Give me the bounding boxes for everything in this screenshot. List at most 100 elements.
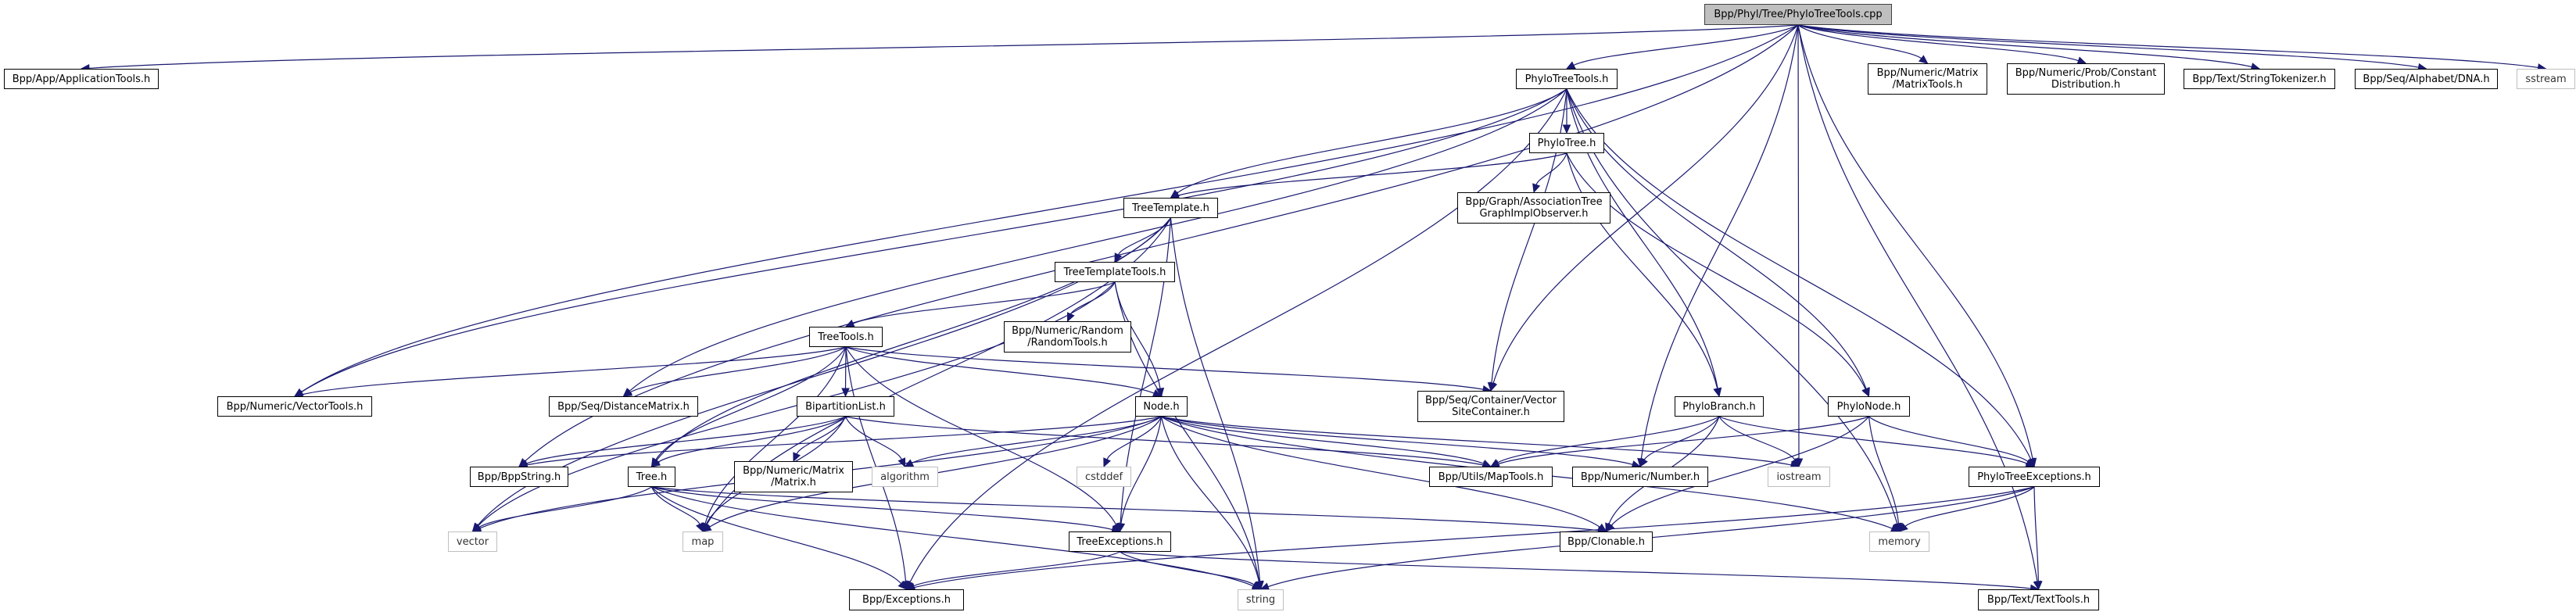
arrowhead-node-to-cstddef (1103, 457, 1111, 468)
node-clonable[interactable]: Bpp/Clonable.h (1560, 531, 1653, 552)
node-number[interactable]: Bpp/Numeric/Number.h (1572, 467, 1708, 487)
node-texttools[interactable]: Bpp/Text/TextTools.h (1978, 589, 2099, 610)
edge-node-to-treeexc (1120, 416, 1163, 524)
edge-phylonode-to-maptools (1498, 416, 1869, 465)
node-label: iostream (1776, 471, 1822, 483)
node-algorithm[interactable]: algorithm (872, 467, 938, 487)
edge-treetools-to-vsc (845, 346, 1484, 390)
edge-phylotreeexc-to-memory (1904, 486, 2035, 527)
node-label: Node.h (1143, 400, 1180, 413)
edge-phylotreetools-to-vectortools (301, 88, 1567, 393)
node-phylonode[interactable]: PhyloNode.h (1828, 396, 1910, 417)
node-phylotreetools[interactable]: PhyloTreeTools.h (1516, 69, 1618, 89)
node-vector[interactable]: vector (448, 531, 497, 552)
edge-bipartition-to-tree (657, 416, 846, 463)
node-label: SiteContainer.h (1452, 406, 1530, 418)
node-treetools[interactable]: TreeTools.h (809, 327, 883, 347)
edge-phylotree-to-phylobranch (1566, 152, 1718, 389)
node-distmatrix[interactable]: Bpp/Seq/DistanceMatrix.h (549, 396, 698, 417)
arrowhead-treeexc-to-exceptions (905, 582, 916, 590)
node-label: Bpp/Seq/Alphabet/DNA.h (2363, 73, 2490, 85)
node-memory[interactable]: memory (1869, 531, 1929, 552)
node-label: vector (456, 535, 489, 548)
arrowhead-phylonode-to-phylotreeexc (2025, 458, 2035, 467)
edge-root-to-phylotreetools (1573, 24, 1799, 66)
node-phylotree[interactable]: PhyloTree.h (1529, 133, 1604, 153)
node-stringtok[interactable]: Bpp/Text/StringTokenizer.h (2184, 69, 2335, 89)
edge-phylotreetools-to-phylotreeexc (1566, 88, 2032, 460)
arrowhead-phylotreetools-to-phylotree (1562, 124, 1571, 134)
edge-root-to-matrixtools (1797, 24, 1922, 59)
node-iostream[interactable]: iostream (1768, 467, 1830, 487)
node-label: TreeExceptions.h (1077, 535, 1163, 548)
node-matrixtools[interactable]: Bpp/Numeric/Matrix/MatrixTools.h (1868, 63, 1987, 95)
node-label: Bpp/Exceptions.h (862, 594, 951, 606)
edge-phylotreeexc-to-exceptions (914, 486, 2035, 589)
arrowhead-treetools-to-distmatrix (622, 388, 633, 397)
arrowhead-phylotreetools-to-vsc (1487, 382, 1496, 392)
arrowhead-phylotree-to-assoc (1532, 183, 1541, 194)
arrowhead-phylotree-to-phylobranch (1713, 387, 1722, 398)
node-vectortools[interactable]: Bpp/Numeric/VectorTools.h (217, 396, 372, 417)
edge-phylonode-to-memory (1868, 416, 1900, 524)
arrowhead-phylotreeexc-to-texttools (2034, 581, 2043, 591)
node-label: BipartitionList.h (805, 400, 886, 413)
edge-node-to-clonable (1161, 416, 1600, 528)
node-treeexc[interactable]: TreeExceptions.h (1069, 531, 1171, 552)
node-treetemplatetools[interactable]: TreeTemplateTools.h (1055, 262, 1175, 282)
node-bppstring[interactable]: Bpp/BppString.h (470, 467, 568, 487)
node-apptools[interactable]: Bpp/App/ApplicationTools.h (4, 69, 159, 89)
node-randomtools[interactable]: Bpp/Numeric/Random/RandomTools.h (1004, 321, 1131, 353)
node-label: Bpp/Graph/AssociationTree (1465, 196, 1603, 208)
node-label: /RandomTools.h (1027, 337, 1108, 349)
node-sstream[interactable]: sstream (2517, 69, 2575, 89)
edge-node-to-maptools (1161, 416, 1484, 464)
node-label: TreeTemplateTools.h (1063, 266, 1166, 278)
edge-phylotreetools-to-phylonode (1566, 88, 1867, 389)
arrowhead-node-to-clonable (1596, 523, 1607, 532)
edge-phylotreetools-to-treetemplate (1177, 88, 1567, 194)
node-bipartition[interactable]: BipartitionList.h (797, 396, 894, 417)
edge-node-to-cstddef (1106, 416, 1163, 460)
node-label: Bpp/Utils/MapTools.h (1438, 471, 1544, 483)
node-label: Bpp/Numeric/Matrix (743, 465, 844, 477)
edge-node-to-number (1161, 416, 1633, 465)
edge-phylotree-to-assoc (1535, 152, 1567, 185)
node-label: Distribution.h (2051, 79, 2121, 91)
node-label: Bpp/Numeric/Random (1012, 325, 1123, 337)
node-matrix[interactable]: Bpp/Numeric/Matrix/Matrix.h (734, 461, 853, 492)
arrowhead-node-to-treeexc (1116, 522, 1126, 533)
edge-phylobranch-to-maptools (1497, 416, 1720, 463)
edge-root-to-number (1640, 24, 1799, 460)
node-label: map (691, 535, 715, 548)
node-root[interactable]: Bpp/Phyl/Tree/PhyloTreeTools.cpp (1704, 4, 1892, 25)
node-treetemplate[interactable]: TreeTemplate.h (1123, 198, 1218, 218)
arrowhead-bipartition-to-tree (650, 458, 661, 467)
edge-root-to-stringtok (1797, 24, 2252, 68)
node-cstddef[interactable]: cstddef (1077, 467, 1131, 487)
node-node[interactable]: Node.h (1135, 396, 1188, 417)
edge-phylotreetools-to-distmatrix (629, 88, 1567, 392)
edge-treetools-to-node (845, 346, 1155, 394)
arrowhead-phylobranch-to-iostream (1791, 457, 1800, 468)
node-map[interactable]: map (683, 531, 723, 552)
edge-root-to-phylotreeexc (1797, 24, 2033, 460)
edge-treeexc-to-string (1120, 551, 1255, 585)
node-dna[interactable]: Bpp/Seq/Alphabet/DNA.h (2355, 69, 2498, 89)
node-label: Bpp/Phyl/Tree/PhyloTreeTools.cpp (1714, 9, 1883, 20)
node-maptools[interactable]: Bpp/Utils/MapTools.h (1429, 467, 1553, 487)
node-label: Bpp/Text/StringTokenizer.h (2192, 73, 2327, 85)
node-label: Bpp/BppString.h (477, 471, 561, 483)
node-phylotreeexc[interactable]: PhyloTreeExceptions.h (1969, 467, 2100, 487)
edge-treeexc-to-exceptions (913, 551, 1120, 587)
node-tree[interactable]: Tree.h (628, 467, 675, 487)
node-label: Bpp/Numeric/Prob/Constant (2015, 67, 2157, 79)
node-label: Bpp/Numeric/Matrix (1876, 67, 1979, 79)
node-exceptions[interactable]: Bpp/Exceptions.h (849, 589, 964, 610)
arrowhead-treetemplatetools-to-treetools (844, 319, 855, 327)
node-string[interactable]: string (1238, 589, 1284, 610)
node-phylobranch[interactable]: PhyloBranch.h (1675, 396, 1764, 417)
